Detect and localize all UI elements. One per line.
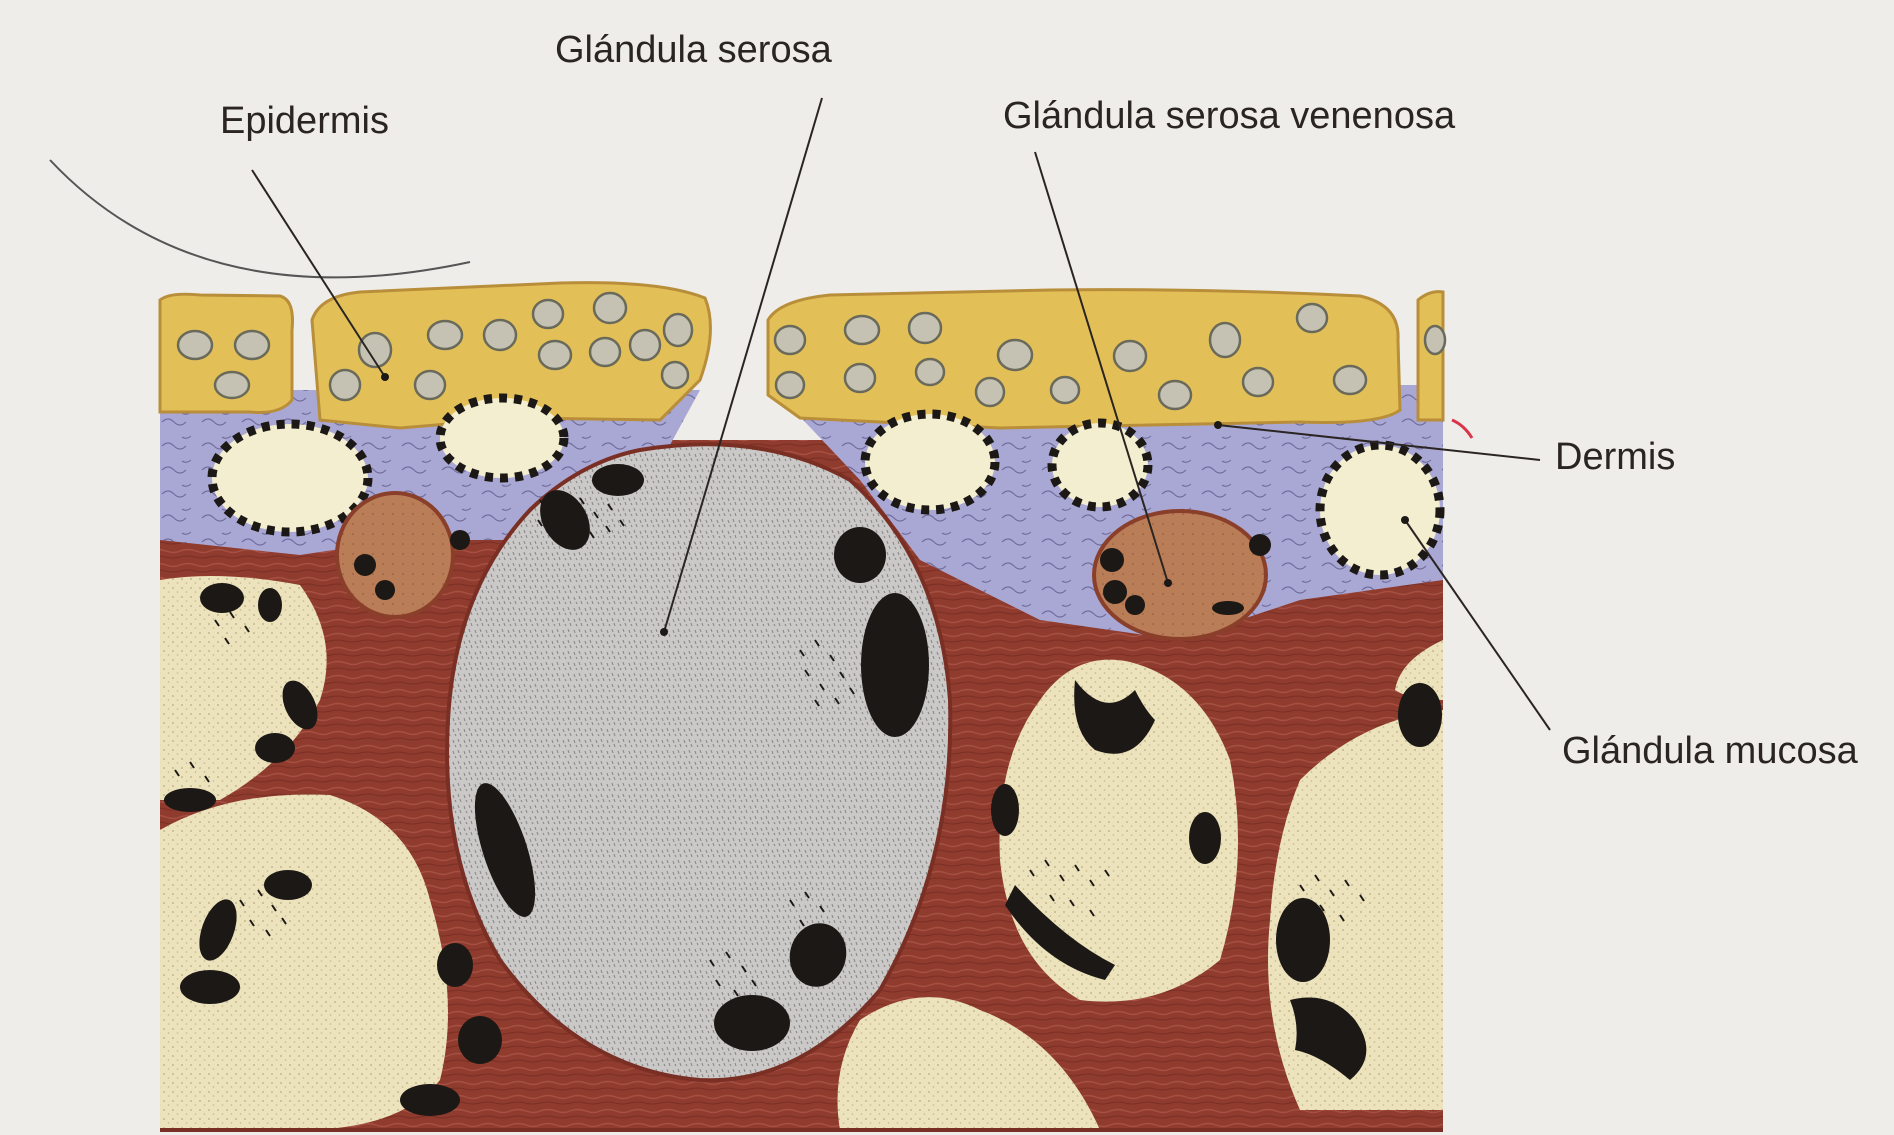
tissue-section <box>160 283 1445 1132</box>
label-dermis: Dermis <box>1555 436 1675 478</box>
label-glandula-serosa: Glándula serosa <box>555 29 833 71</box>
label-epidermis: Epidermis <box>220 100 389 142</box>
section-bottom-edge <box>160 1128 1443 1132</box>
decorative-arc <box>50 160 470 277</box>
pink-tick-mark <box>1452 420 1472 438</box>
label-glandula-serosa-venenosa: Glándula serosa venenosa <box>1003 95 1456 137</box>
label-glandula-mucosa: Glándula mucosa <box>1562 730 1859 772</box>
epidermis-block-4 <box>1418 292 1443 420</box>
